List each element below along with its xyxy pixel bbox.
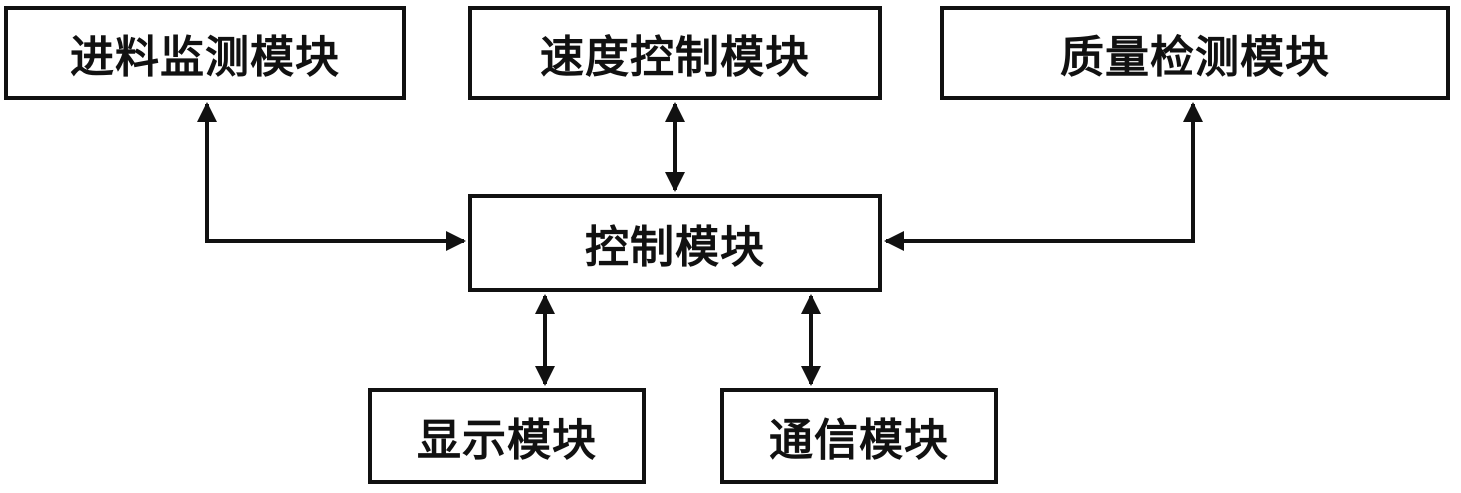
quality-detect-module-box: 质量检测模块 [940,6,1450,100]
feed-monitor-module-box: 进料监测模块 [4,6,406,100]
connector-quality-control [884,102,1203,251]
communication-module-box: 通信模块 [720,388,998,484]
speed-control-module-label: 速度控制模块 [540,32,810,83]
communication-module-label: 通信模块 [769,415,949,466]
display-module-box: 显示模块 [368,388,646,484]
speed-control-module-box: 速度控制模块 [468,6,882,100]
connector-feed-control [197,102,466,251]
quality-detect-module-label: 质量检测模块 [1060,32,1330,83]
feed-monitor-module-label: 进料监测模块 [70,32,340,83]
control-module-box: 控制模块 [468,194,882,292]
display-module-label: 显示模块 [417,415,597,466]
control-module-label: 控制模块 [585,222,765,273]
